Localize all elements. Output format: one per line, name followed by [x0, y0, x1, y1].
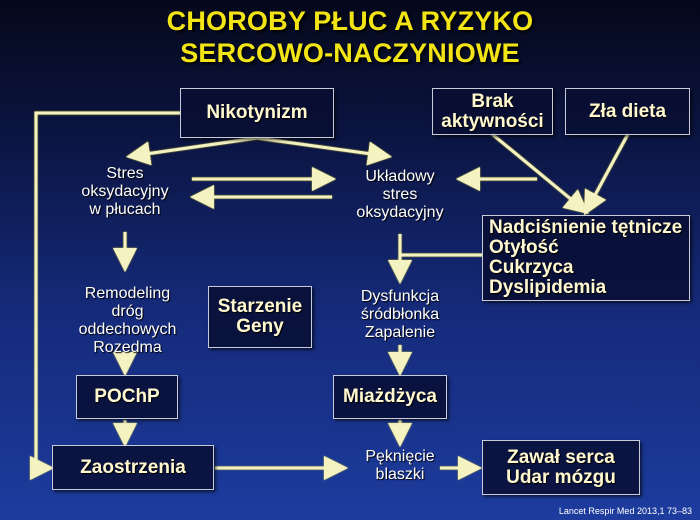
- citation: Lancet Respir Med 2013,1 73–83: [558, 506, 692, 516]
- text-line: Stres: [106, 165, 144, 182]
- label-miazdzyca: Miażdżyca: [343, 386, 437, 407]
- label-zaostrzenia: Zaostrzenia: [80, 456, 186, 478]
- text-line: śródbłonka: [360, 306, 440, 323]
- text-uklad-stres: Układowy stres oksydacyjny: [330, 168, 470, 222]
- text-line: Pęknięcie: [365, 448, 435, 465]
- box-nikotynizm: Nikotynizm: [180, 88, 334, 138]
- arrow-brak-risk: [491, 132, 589, 214]
- text-line: Dysfunkcja: [360, 288, 440, 305]
- text-line: stres: [382, 186, 418, 203]
- label-pochp: POChP: [94, 386, 160, 407]
- box-zaostrzenia: Zaostrzenia: [52, 445, 214, 490]
- label-starzenie: Starzenie: [217, 296, 303, 317]
- risk-factor: Dyslipidemia: [489, 277, 607, 298]
- label-nikotynizm: Nikotynizm: [206, 102, 308, 123]
- label-zla-dieta: Zła dieta: [588, 100, 667, 122]
- arrow-nikotynizm-stres: [126, 136, 258, 166]
- box-brak-aktywnosci: Brak aktywności: [432, 88, 553, 135]
- risk-factor: Cukrzyca: [489, 257, 574, 278]
- title-line-2: SERCOWO-NACZYNIOWE: [180, 38, 520, 68]
- text-line: Zapalenie: [364, 324, 436, 341]
- text-line: Układowy: [365, 168, 435, 185]
- text-line: Remodeling: [84, 285, 171, 302]
- box-pochp: POChP: [76, 375, 178, 419]
- text-line: Rozedma: [93, 339, 162, 356]
- arrow-dieta-risk: [584, 133, 630, 216]
- text-stres-pluca: Stres oksydacyjny w płucach: [55, 165, 195, 219]
- label-udar: Udar mózgu: [506, 466, 616, 488]
- text-pekniecie: Pęknięcie blaszki: [340, 448, 460, 484]
- text-line: blaszki: [375, 466, 425, 483]
- box-zla-dieta: Zła dieta: [565, 88, 690, 135]
- box-risk-factors: Nadciśnienie tętnicze Otyłość Cukrzyca D…: [482, 215, 690, 301]
- arrow-nikotynizm-uklad: [256, 136, 392, 166]
- box-miazdzyca: Miażdżyca: [333, 375, 447, 419]
- risk-factor: Otyłość: [489, 237, 559, 258]
- text-line: oddechowych: [78, 321, 177, 338]
- text-line: w płucach: [89, 201, 161, 218]
- risk-factor: Nadciśnienie tętnicze: [489, 217, 683, 238]
- arrow-nikotynizm-zaostrzenia: [30, 111, 180, 480]
- label-brak-1: Brak: [471, 90, 514, 112]
- text-line: dróg: [111, 303, 144, 320]
- text-line: oksydacyjny: [356, 204, 444, 221]
- text-dysfunkcja: Dysfunkcja śródbłonka Zapalenie: [330, 288, 470, 342]
- label-brak-2: aktywności: [441, 110, 544, 132]
- label-geny: Geny: [236, 316, 284, 337]
- label-zawal: Zawał serca: [507, 446, 615, 468]
- text-remodeling: Remodeling dróg oddechowych Rozedma: [55, 285, 200, 357]
- text-line: oksydacyjny: [81, 183, 169, 200]
- title-line-1: CHOROBY PŁUC A RYZYKO: [166, 6, 534, 36]
- box-starzenie-geny: Starzenie Geny: [208, 286, 312, 348]
- box-zawal-udar: Zawał serca Udar mózgu: [482, 440, 640, 495]
